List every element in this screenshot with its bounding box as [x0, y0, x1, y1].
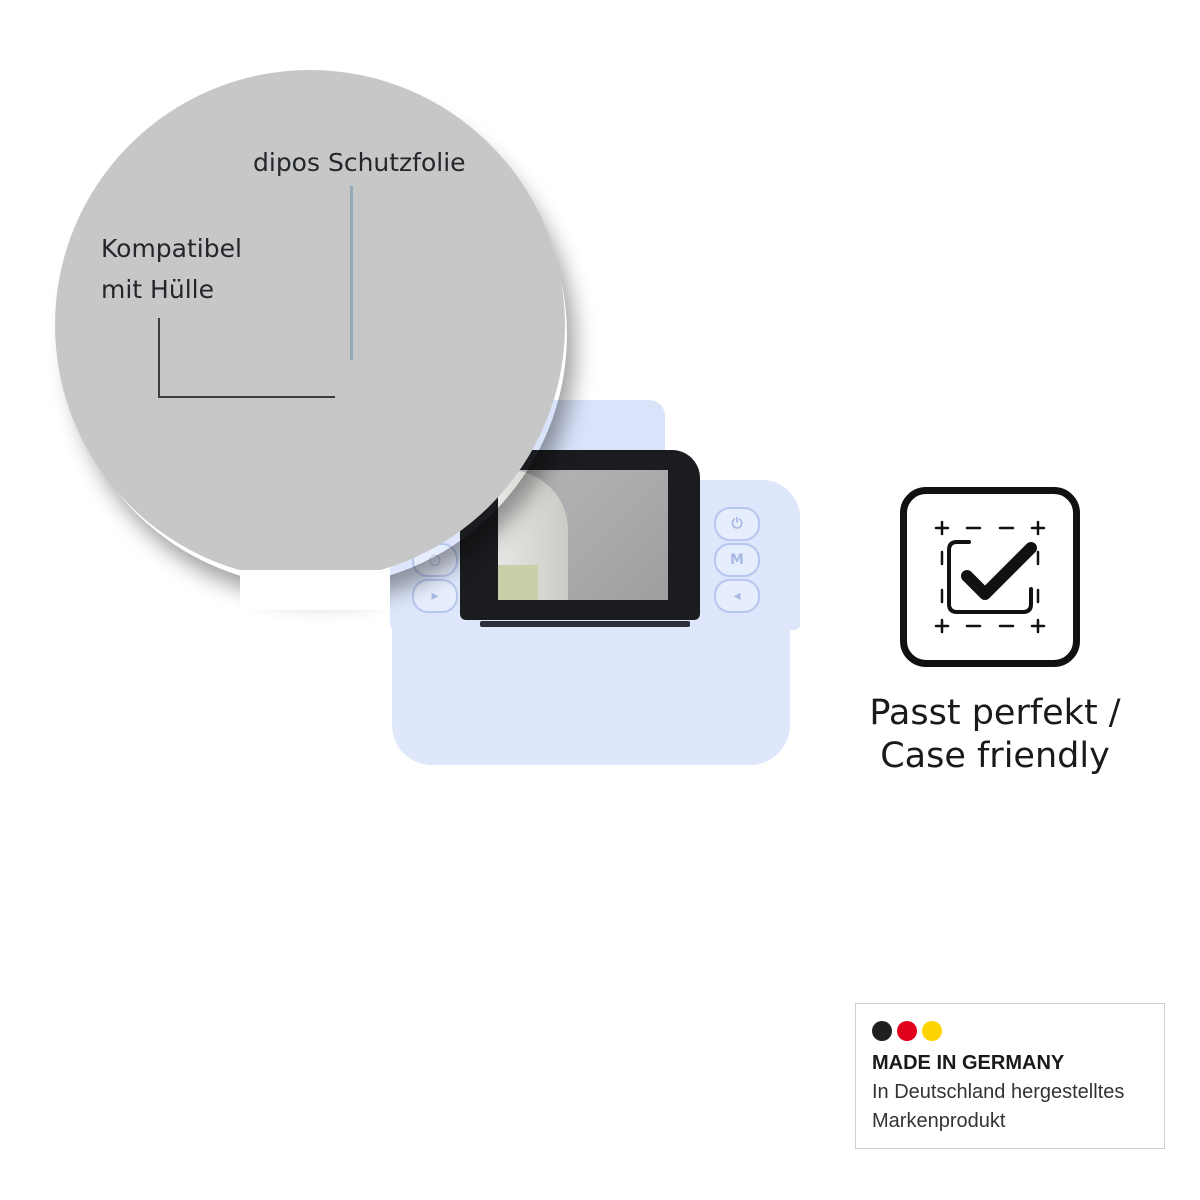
- printer-slot: [480, 621, 690, 627]
- case-label-line-2: mit Hülle: [101, 275, 214, 304]
- white-tab: [240, 570, 390, 610]
- screen-reflection: [498, 565, 538, 600]
- back-button[interactable]: ◂: [714, 579, 760, 613]
- protector-label: dipos Schutzfolie: [253, 148, 466, 177]
- case-label-line-1: Kompatibel: [101, 234, 242, 263]
- power-button[interactable]: ⏻: [714, 507, 760, 541]
- feature-caption: Passt perfekt / Case friendly: [840, 692, 1150, 778]
- check-in-frame-icon: [900, 487, 1080, 667]
- case-compatible-label: Kompatibel mit Hülle: [101, 228, 301, 310]
- mode-button[interactable]: M: [714, 543, 760, 577]
- zoom-detail-circle: [55, 70, 565, 580]
- device-body-lower: [392, 625, 790, 765]
- next-button[interactable]: ▸: [412, 579, 458, 613]
- feature-caption-line-1: Passt perfekt /: [869, 693, 1121, 733]
- flag-dot-black: [872, 1021, 892, 1041]
- flag-dot-gold: [922, 1021, 942, 1041]
- flag-dot-red: [897, 1021, 917, 1041]
- protector-indicator-line: [350, 186, 353, 360]
- case-indicator-line-horizontal: [158, 396, 335, 398]
- case-indicator-line-vertical: [158, 318, 160, 398]
- feature-caption-line-2: Case friendly: [880, 736, 1110, 776]
- badge-subtitle: In Deutschland hergestelltes Markenprodu…: [872, 1081, 1125, 1132]
- badge-title: MADE IN GERMANY: [872, 1052, 1065, 1074]
- camera-printer-device: ⏻ M ◂ ○ ▸: [380, 395, 800, 775]
